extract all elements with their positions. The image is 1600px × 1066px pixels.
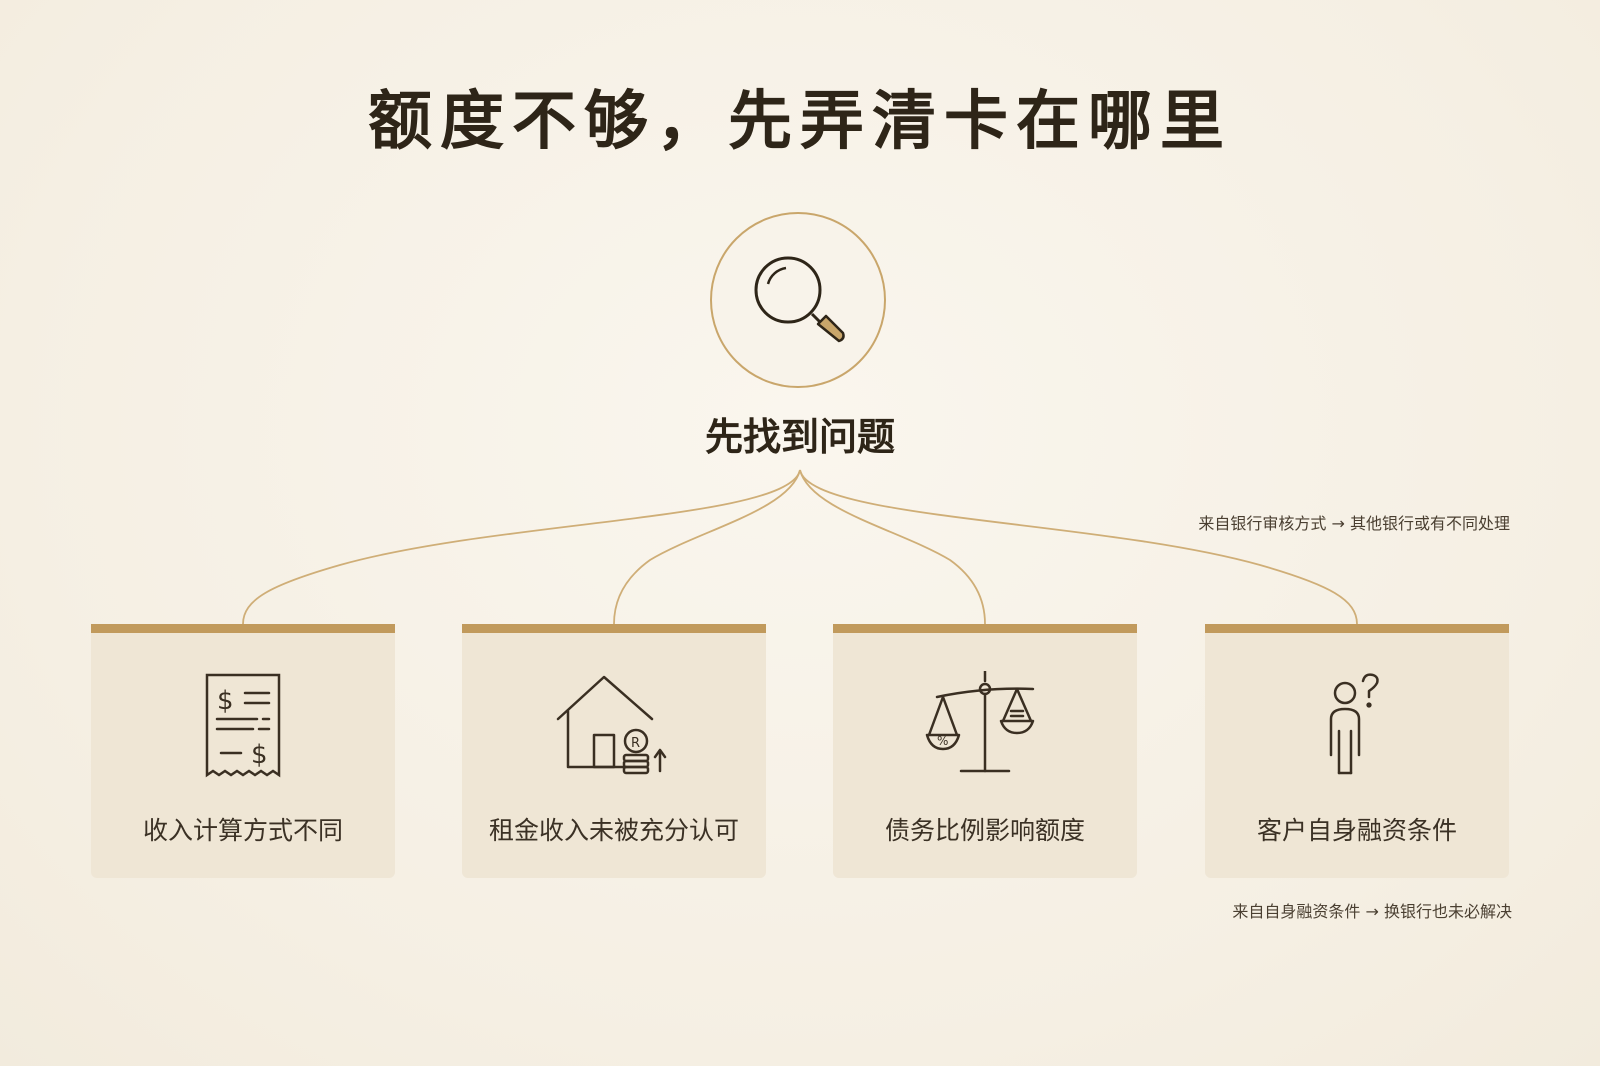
card-debt-ratio: % 债务比例影响额度 <box>833 624 1137 878</box>
card-rental-income: R 租金收入未被充分认可 <box>462 624 766 878</box>
svg-text:$: $ <box>217 686 234 716</box>
svg-text:%: % <box>937 734 948 748</box>
connector-1 <box>242 469 801 625</box>
center-label: 先找到问题 <box>704 414 895 459</box>
card-label: 客户自身融资条件 <box>1256 816 1457 845</box>
svg-text:R: R <box>631 736 640 751</box>
note-top: 来自银行审核方式 → 其他银行或有不同处理 <box>1198 514 1510 533</box>
receipt-icon: $ $ <box>205 673 281 778</box>
card-label: 租金收入未被充分认可 <box>488 816 739 845</box>
card-label: 债务比例影响额度 <box>884 816 1085 845</box>
magnifier-icon <box>754 256 845 343</box>
card-income-calculation: $ $ 收入计算方式不同 <box>91 624 395 878</box>
search-circle <box>710 212 886 388</box>
person-question-icon <box>1329 673 1379 775</box>
card-financing-conditions: 客户自身融资条件 <box>1205 624 1509 878</box>
note-bottom: 来自自身融资条件 → 换银行也未必解决 <box>1232 902 1512 921</box>
svg-text:$: $ <box>251 740 268 770</box>
page-title: 额度不够，先弄清卡在哪里 <box>368 84 1232 159</box>
connector-4 <box>799 469 1358 625</box>
house-coins-icon: R <box>556 675 667 775</box>
balance-scale-icon: % <box>925 671 1035 773</box>
connector-3 <box>799 469 986 625</box>
card-label: 收入计算方式不同 <box>142 816 343 845</box>
connector-2 <box>613 469 801 625</box>
